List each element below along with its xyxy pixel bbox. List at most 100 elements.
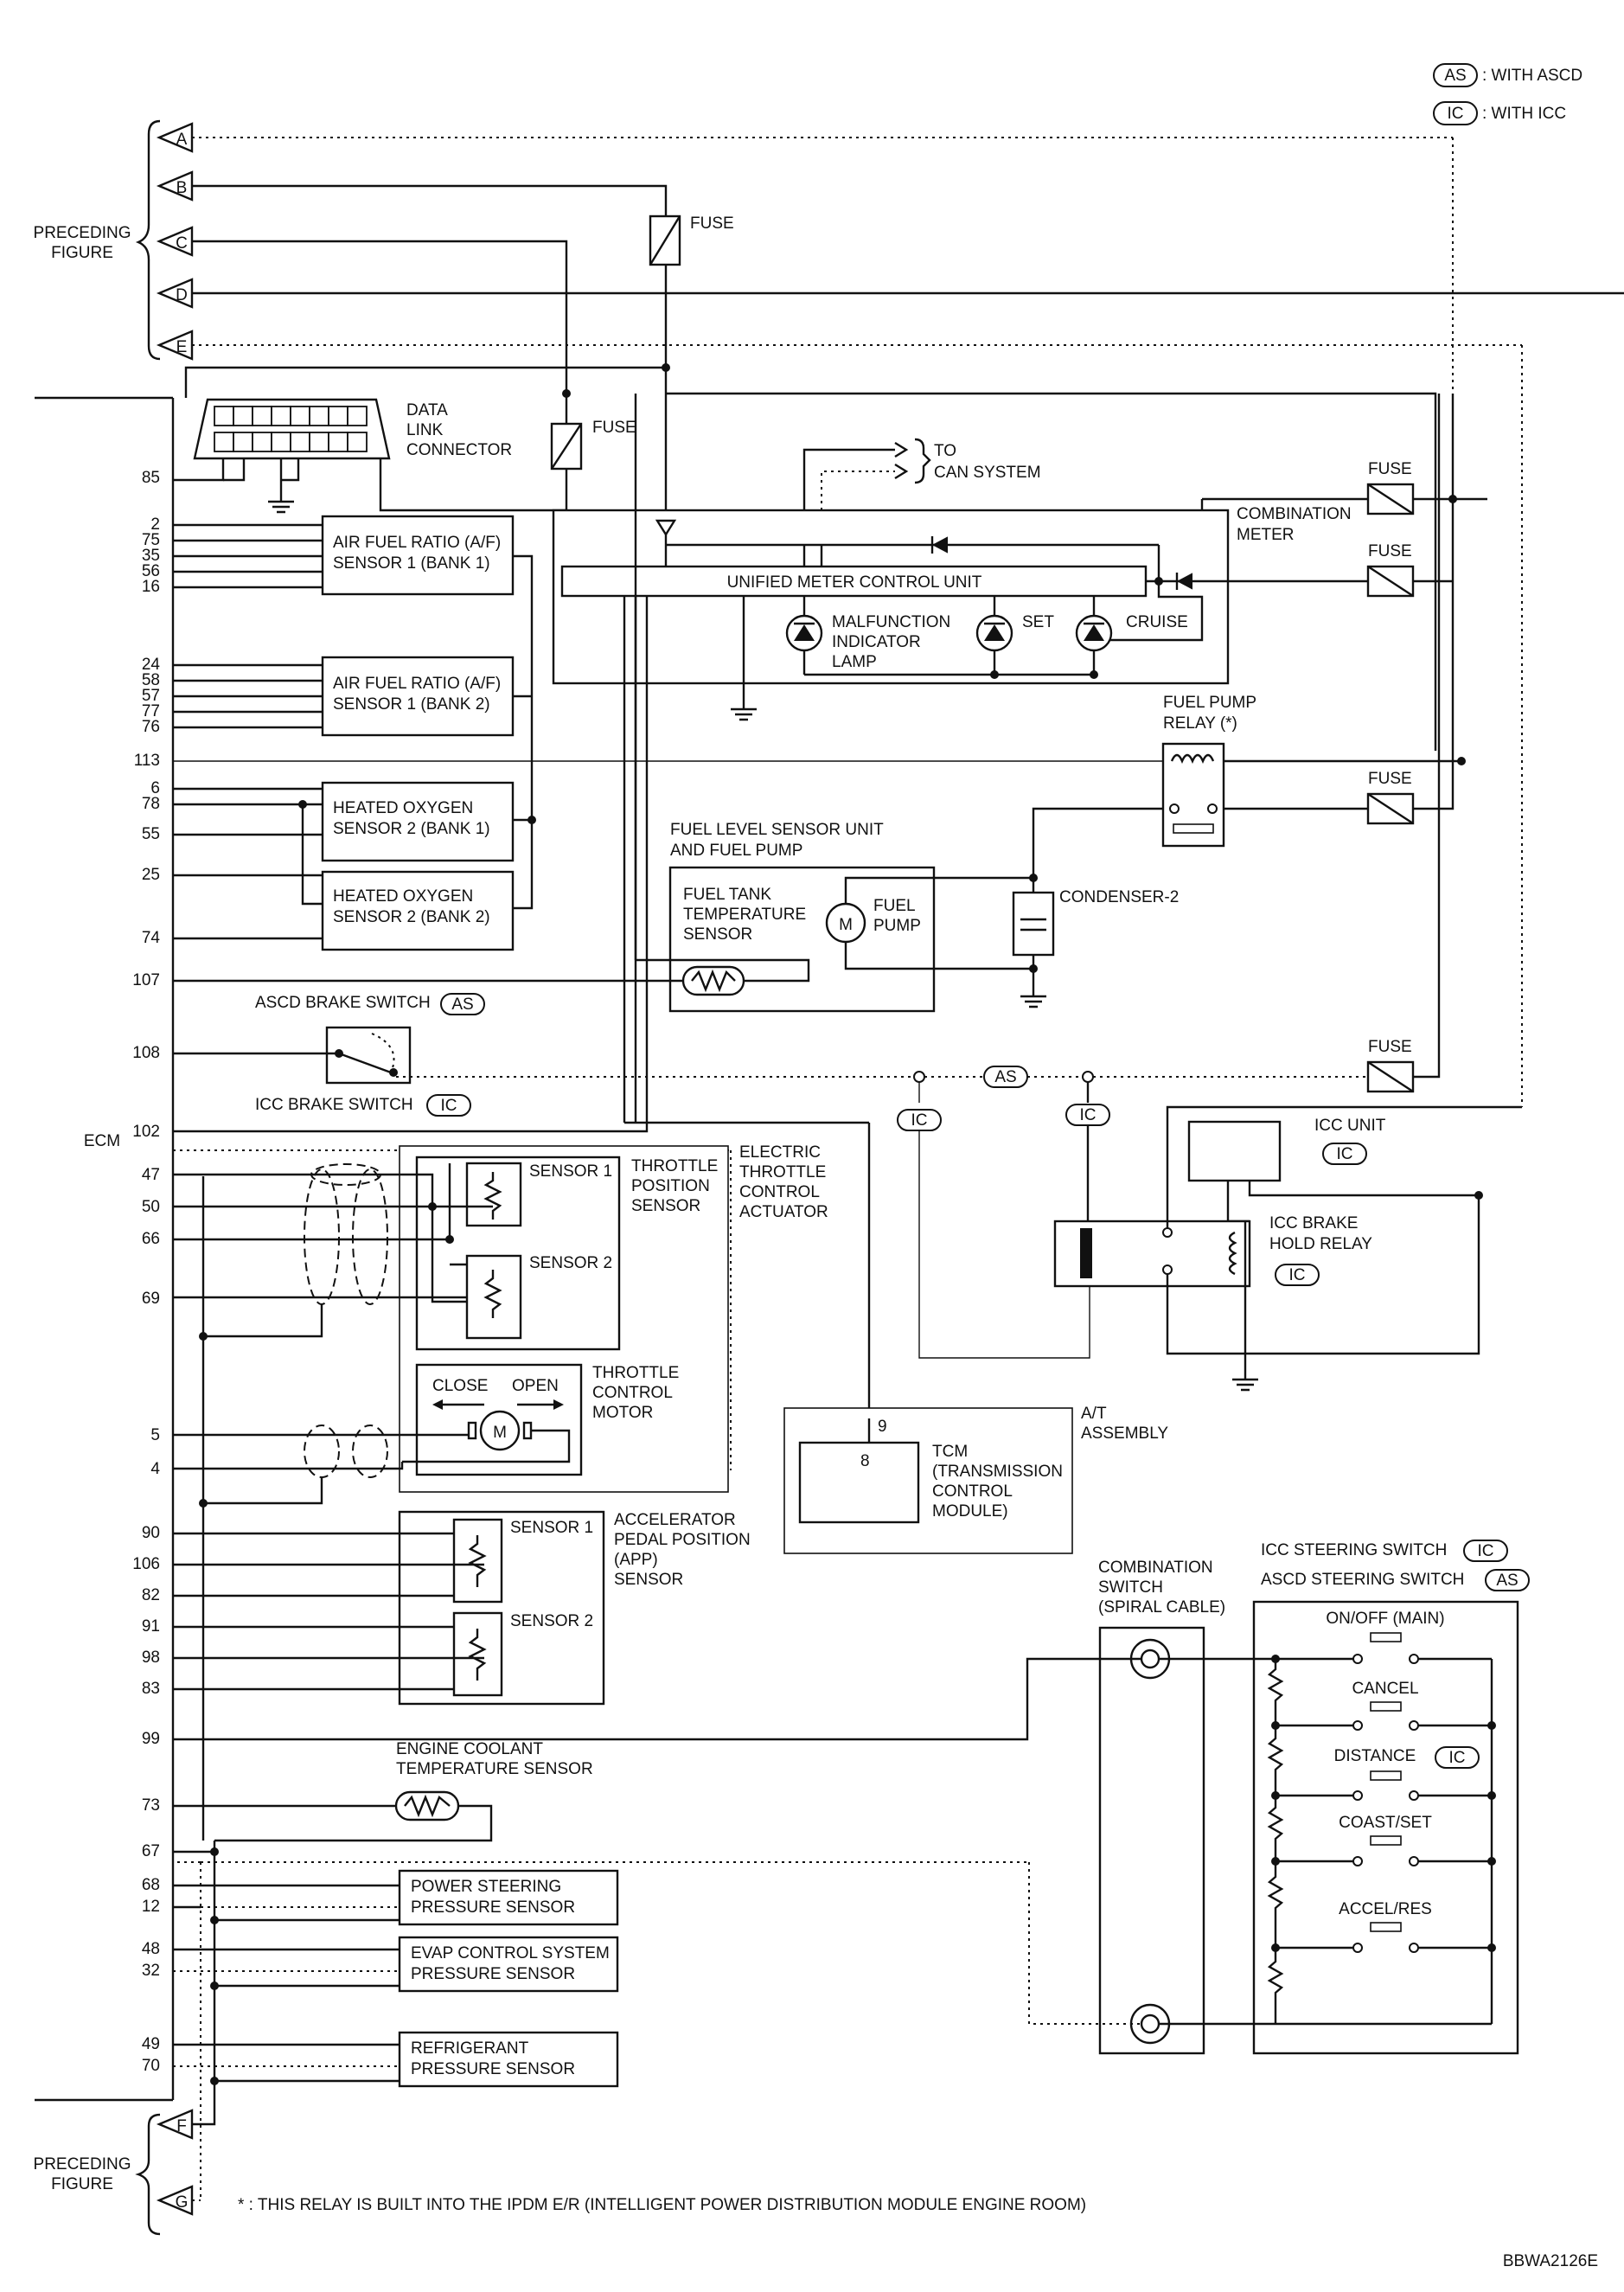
- dlc-line2: LINK: [406, 421, 444, 439]
- ic-badge-left: IC: [911, 1111, 928, 1130]
- fuse-meter-2: FUSE: [1366, 542, 1415, 598]
- ps-line2: PRESSURE SENSOR: [411, 1898, 575, 1917]
- ho2-2-line2: SENSOR 2 (BANK 2): [333, 908, 490, 926]
- pin-25: 25: [142, 866, 160, 884]
- preceding-figure-bottom: PRECEDING FIGURE F G: [34, 2109, 194, 2236]
- connector-g: G: [156, 2185, 194, 2216]
- pin-49: 49: [142, 2035, 160, 2053]
- connector-c-label: C: [176, 234, 188, 253]
- connector-b-label: B: [176, 179, 188, 197]
- fuel-level-line1: FUEL LEVEL SENSOR UNIT: [670, 821, 884, 839]
- ho2-sensor-bank2: HEATED OXYGEN SENSOR 2 (BANK 2): [321, 870, 515, 951]
- fpr-line1: FUEL PUMP: [1163, 694, 1256, 712]
- fuse-main: FUSE: [649, 214, 734, 266]
- pin-48: 48: [142, 1940, 160, 1958]
- ascd-steering-label: ASCD STEERING SWITCH: [1261, 1571, 1464, 1589]
- fuel-level-sensor-unit: FUEL TANK TEMPERATURE SENSOR M FUEL PUMP: [636, 866, 1033, 1013]
- evap-line2: PRESSURE SENSOR: [411, 1965, 575, 1983]
- preceding-top-line2: FIGURE: [51, 244, 113, 262]
- pin-82: 82: [142, 1586, 160, 1604]
- btn-coastset-label: COAST/SET: [1339, 1814, 1432, 1832]
- engine-coolant-sensor: ENGINE COOLANT TEMPERATURE SENSOR: [394, 1740, 593, 1821]
- pin-47: 47: [142, 1166, 160, 1184]
- connector-a-label: A: [176, 131, 188, 149]
- fuse-dlc-label: FUSE: [592, 419, 636, 437]
- mil-line1: MALFUNCTION: [832, 613, 950, 631]
- icc-steering-ic-badge: IC: [1478, 1542, 1494, 1560]
- af1-line1: AIR FUEL RATIO (A/F): [333, 534, 501, 552]
- tps-sensor2-label: SENSOR 2: [529, 1254, 612, 1272]
- app-sensor1-label: SENSOR 1: [510, 1519, 593, 1537]
- tps-line2: POSITION: [631, 1177, 710, 1195]
- pin-108: 108: [132, 1044, 160, 1062]
- pin-74: 74: [142, 929, 161, 947]
- af1-line2: SENSOR 1 (BANK 1): [333, 554, 490, 573]
- ftt-line2: TEMPERATURE: [683, 906, 806, 924]
- icc-brake-hold-relay: ICC BRAKE HOLD RELAY IC: [1053, 1214, 1372, 1288]
- tps-sensor1-label: SENSOR 1: [529, 1162, 612, 1181]
- connector-f: F: [156, 2109, 194, 2140]
- tcm-pin-8: 8: [860, 1452, 870, 1470]
- pin-57: 57: [142, 687, 160, 705]
- icc-unit-ic-badge: IC: [1337, 1145, 1353, 1163]
- power-steering-sensor: POWER STEERING PRESSURE SENSOR: [398, 1869, 619, 1926]
- combination-meter: COMBINATION METER UNIFIED METER CONTROL …: [552, 505, 1368, 721]
- ect-line1: ENGINE COOLANT: [396, 1740, 543, 1758]
- pin-32: 32: [142, 1962, 160, 1980]
- can-line1: TO: [934, 442, 956, 460]
- fuse-dlc: FUSE: [550, 419, 636, 471]
- legend-ic-code: IC: [1448, 105, 1464, 123]
- connector-c: C: [156, 226, 194, 257]
- preceding-top-line1: PRECEDING: [34, 224, 131, 242]
- pin-70: 70: [142, 2057, 160, 2075]
- tcm-motor-line2: CONTROL: [592, 1384, 673, 1402]
- dlc-line1: DATA: [406, 401, 448, 419]
- pin-106: 106: [132, 1555, 160, 1573]
- condenser-2: CONDENSER-2: [1012, 874, 1179, 1008]
- fuel-pump-relay: FUEL PUMP RELAY (*): [1161, 694, 1256, 848]
- pin-78: 78: [142, 795, 160, 813]
- af-sensor-bank2: AIR FUEL RATIO (A/F) SENSOR 1 (BANK 2): [321, 656, 515, 737]
- tcm-motor-line1: THROTTLE: [592, 1364, 679, 1382]
- ho2-2-line1: HEATED OXYGEN: [333, 887, 473, 906]
- tps-line1: THROTTLE: [631, 1157, 718, 1175]
- throttle-motor-symbol: M: [493, 1424, 507, 1442]
- comb-sw-line1: COMBINATION: [1098, 1559, 1213, 1577]
- tcm-line2: (TRANSMISSION: [932, 1463, 1063, 1481]
- preceding-figure-top: PRECEDING FIGURE A B C D E: [34, 119, 194, 361]
- pin-2: 2: [150, 515, 160, 534]
- set-lamp: SET: [975, 596, 1054, 675]
- pin-56: 56: [142, 562, 160, 580]
- tcm-line3: CONTROL: [932, 1482, 1013, 1501]
- fuse-meter-1: FUSE: [1366, 460, 1415, 515]
- pin-58: 58: [142, 671, 160, 689]
- combination-meter-line2: METER: [1237, 526, 1295, 544]
- fuel-level-line2: AND FUEL PUMP: [670, 842, 802, 860]
- diagram-code: BBWA2126E: [1503, 2252, 1598, 2270]
- app-line2: PEDAL POSITION: [614, 1531, 751, 1549]
- tcm-line1: TCM: [932, 1443, 968, 1461]
- tcm-pin-9: 9: [878, 1418, 887, 1436]
- pin-69: 69: [142, 1290, 160, 1308]
- etc-line4: ACTUATOR: [739, 1203, 828, 1221]
- app-line4: SENSOR: [614, 1571, 683, 1589]
- fuse-fp: FUSE: [1366, 770, 1415, 825]
- pin-24: 24: [142, 656, 161, 674]
- pin-77: 77: [142, 702, 160, 720]
- fuse-meter-2-label: FUSE: [1368, 542, 1412, 560]
- connector-d: D: [156, 278, 194, 309]
- connector-a: A: [156, 122, 194, 153]
- icc-steering-label: ICC STEERING SWITCH: [1261, 1541, 1447, 1559]
- connector-d-label: D: [176, 286, 188, 304]
- tps-line3: SENSOR: [631, 1197, 700, 1215]
- app-sensor: ACCELERATOR PEDAL POSITION (APP) SENSOR …: [398, 1510, 751, 1706]
- connector-e: E: [156, 330, 194, 361]
- ho2-1-line2: SENSOR 2 (BANK 1): [333, 820, 490, 838]
- fuel-pump-line2: PUMP: [873, 917, 921, 935]
- app-line1: ACCELERATOR: [614, 1511, 736, 1529]
- icc-hold-line1: ICC BRAKE: [1269, 1214, 1358, 1232]
- af-sensor-bank1: AIR FUEL RATIO (A/F) SENSOR 1 (BANK 1): [321, 515, 515, 596]
- pin-55: 55: [142, 825, 160, 843]
- as-link-badge: AS: [994, 1068, 1016, 1086]
